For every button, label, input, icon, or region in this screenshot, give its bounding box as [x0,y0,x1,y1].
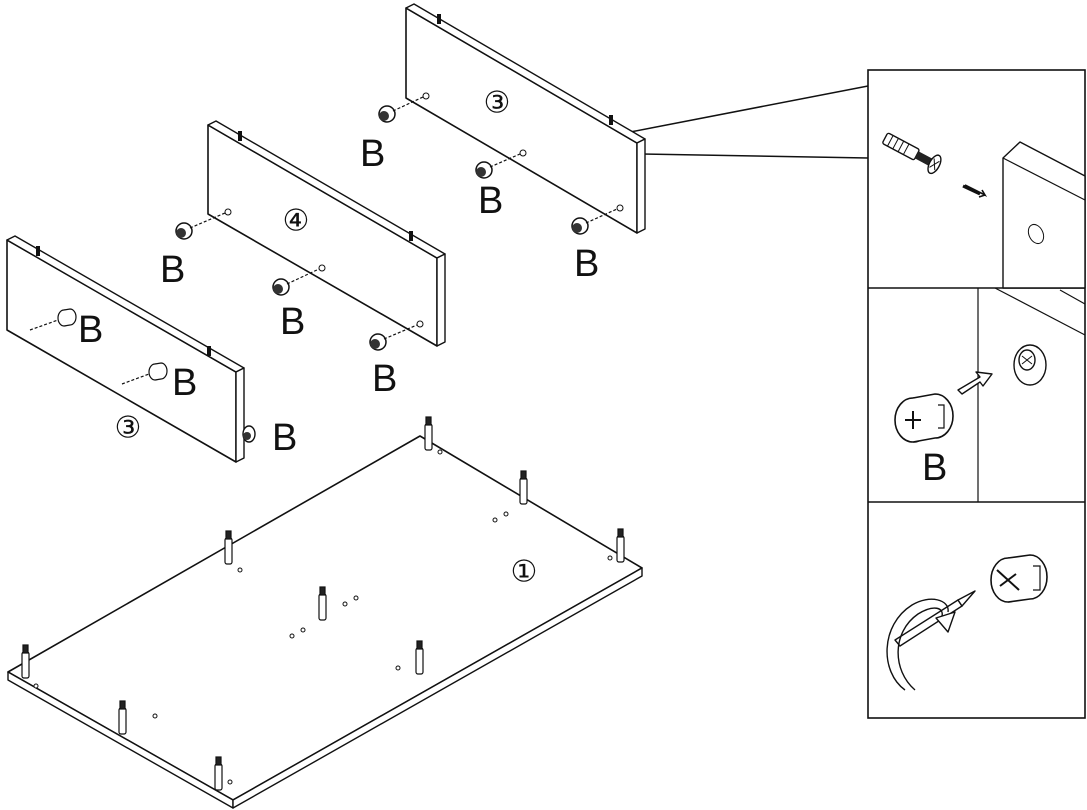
fitting-label: B [172,362,197,404]
fitting-label: B [574,243,599,285]
back-panel: ④ B B B [160,120,446,400]
side-panel-top: ③ B B B [360,3,646,285]
insert-arrow-icon [962,184,988,198]
detail-panel: B [867,69,1086,719]
fitting-label: B [272,417,297,459]
fitting-label-detail: B [922,447,947,489]
fitting-label: B [78,309,103,351]
cam-lock-icon [894,393,954,443]
part-number-back: ④ [283,204,310,239]
fitting-label: B [160,249,185,291]
side-panel-left: ③ B B B [6,235,297,463]
cam-lock-icon [990,554,1048,603]
cam-lock-icon [242,425,256,443]
cam-lock-icon [378,105,396,123]
fitting-label: B [280,301,305,343]
detail-turn-cam [886,554,1048,691]
rotate-arrow-icon [886,598,956,691]
fitting-label: B [360,133,385,175]
part-number-side-left: ③ [115,411,142,446]
cam-lock-icon [369,333,387,351]
cam-lock-icon [175,222,193,240]
part-number-base: ① [511,555,538,590]
detail-insert-cam: B [894,287,1086,502]
fitting-label: B [478,180,503,222]
part-number-side-top: ③ [484,86,511,121]
cam-lock-icon [272,278,290,296]
fitting-label: B [372,358,397,400]
cam-dowel-icon [882,132,942,175]
cam-lock-icon [148,362,168,381]
detail-insert-dowel [882,132,1086,289]
cam-dowel-icon [21,416,625,791]
cam-lock-icon [475,161,493,179]
cam-lock-icon [571,217,589,235]
cam-lock-icon [57,308,77,327]
base-panel: ① [7,416,643,809]
